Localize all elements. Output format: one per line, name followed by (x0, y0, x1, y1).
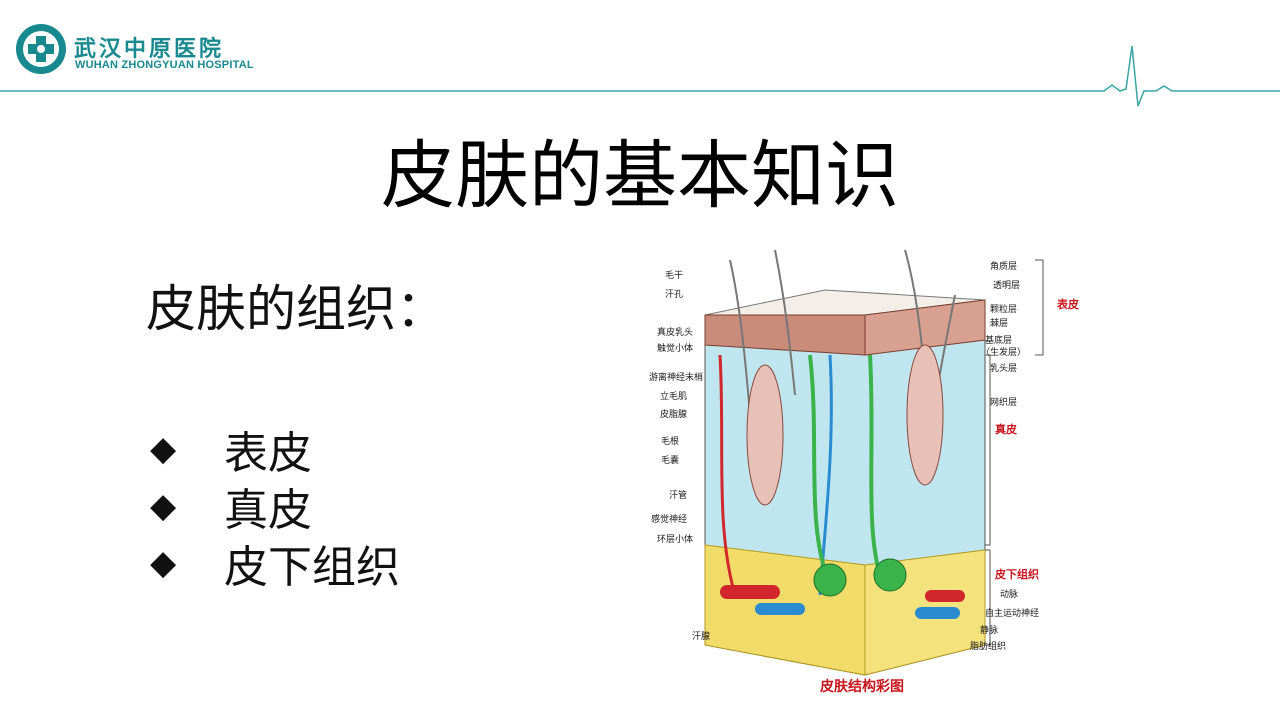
label-hair-shaft: 毛干 (665, 269, 683, 281)
diamond-bullet-icon: ◆ (150, 485, 177, 526)
label-adipose-tissue: 脂肪组织 (970, 640, 1006, 652)
hospital-logo-icon (16, 24, 66, 74)
label-lamellar-corpuscle: 环层小体 (657, 533, 693, 545)
label-sebaceous-gland: 皮脂腺 (660, 408, 687, 420)
figure-caption: 皮肤结构彩图 (819, 678, 904, 695)
bullet-text: 真皮 (224, 484, 312, 536)
label-hair-follicle: 毛囊 (661, 454, 679, 466)
label-arrector-pili: 立毛肌 (660, 390, 687, 402)
label-reticular-layer: 网织层 (990, 396, 1017, 408)
label-dermis: 真皮 (995, 422, 1017, 436)
label-stratum-corneum: 角质层 (990, 260, 1017, 272)
hospital-name-en: WUHAN ZHONGYUAN HOSPITAL (75, 59, 254, 71)
diamond-bullet-icon: ◆ (150, 428, 177, 469)
label-epidermis: 表皮 (1056, 297, 1079, 311)
label-autonomic-nerve: 自主运动神经 (985, 607, 1039, 619)
label-sensory-nerve: 感觉神经 (651, 513, 687, 525)
bullet-text: 表皮 (224, 427, 312, 479)
label-hair-root: 毛根 (661, 435, 679, 447)
label-sweat-pore: 汗孔 (665, 288, 683, 300)
list-item: ◆ 皮下组织 (150, 534, 400, 593)
list-item: ◆ 表皮 (150, 420, 400, 479)
label-dermal-papilla: 真皮乳头 (657, 326, 693, 338)
hospital-name-cn: 武汉中原医院 (74, 36, 225, 62)
label-stratum-lucidum: 透明层 (993, 280, 1020, 291)
label-sweat-duct: 汗管 (669, 489, 687, 501)
label-sweat-gland: 汗腺 (692, 630, 710, 642)
slide-subtitle: 皮肤的组织： (146, 280, 446, 338)
label-papillary-layer: 乳头层 (990, 362, 1017, 374)
bullet-text: 皮下组织 (224, 541, 400, 593)
label-vein: 静脉 (980, 624, 998, 636)
label-stratum-basale: 基底层 (985, 334, 1012, 346)
label-artery: 动脉 (1000, 588, 1018, 600)
list-item: ◆ 真皮 (150, 477, 400, 536)
label-stratum-spinosum: 棘层 (990, 318, 1008, 329)
slide-title: 皮肤的基本知识 (381, 133, 899, 219)
label-free-nerve-ending: 游离神经末梢 (649, 371, 703, 383)
label-stratum-granulosum: 颗粒层 (990, 303, 1017, 315)
diamond-bullet-icon: ◆ (150, 542, 177, 583)
slide-header: 武汉中原医院 WUHAN ZHONGYUAN HOSPITAL (0, 0, 1280, 110)
label-tactile-corpuscle: 触觉小体 (657, 342, 693, 354)
ecg-line-icon (0, 45, 1280, 107)
skin-structure-diagram: 毛干 汗孔 真皮乳头 触觉小体 游离神经末梢 立毛肌 皮脂腺 毛根 毛囊 汗管 … (649, 249, 1079, 695)
label-subcutaneous: 皮下组织 (994, 567, 1039, 581)
bullet-list: ◆ 表皮 ◆ 真皮 ◆ 皮下组织 (150, 420, 400, 593)
label-germinal-layer: （生发层） (981, 346, 1026, 358)
